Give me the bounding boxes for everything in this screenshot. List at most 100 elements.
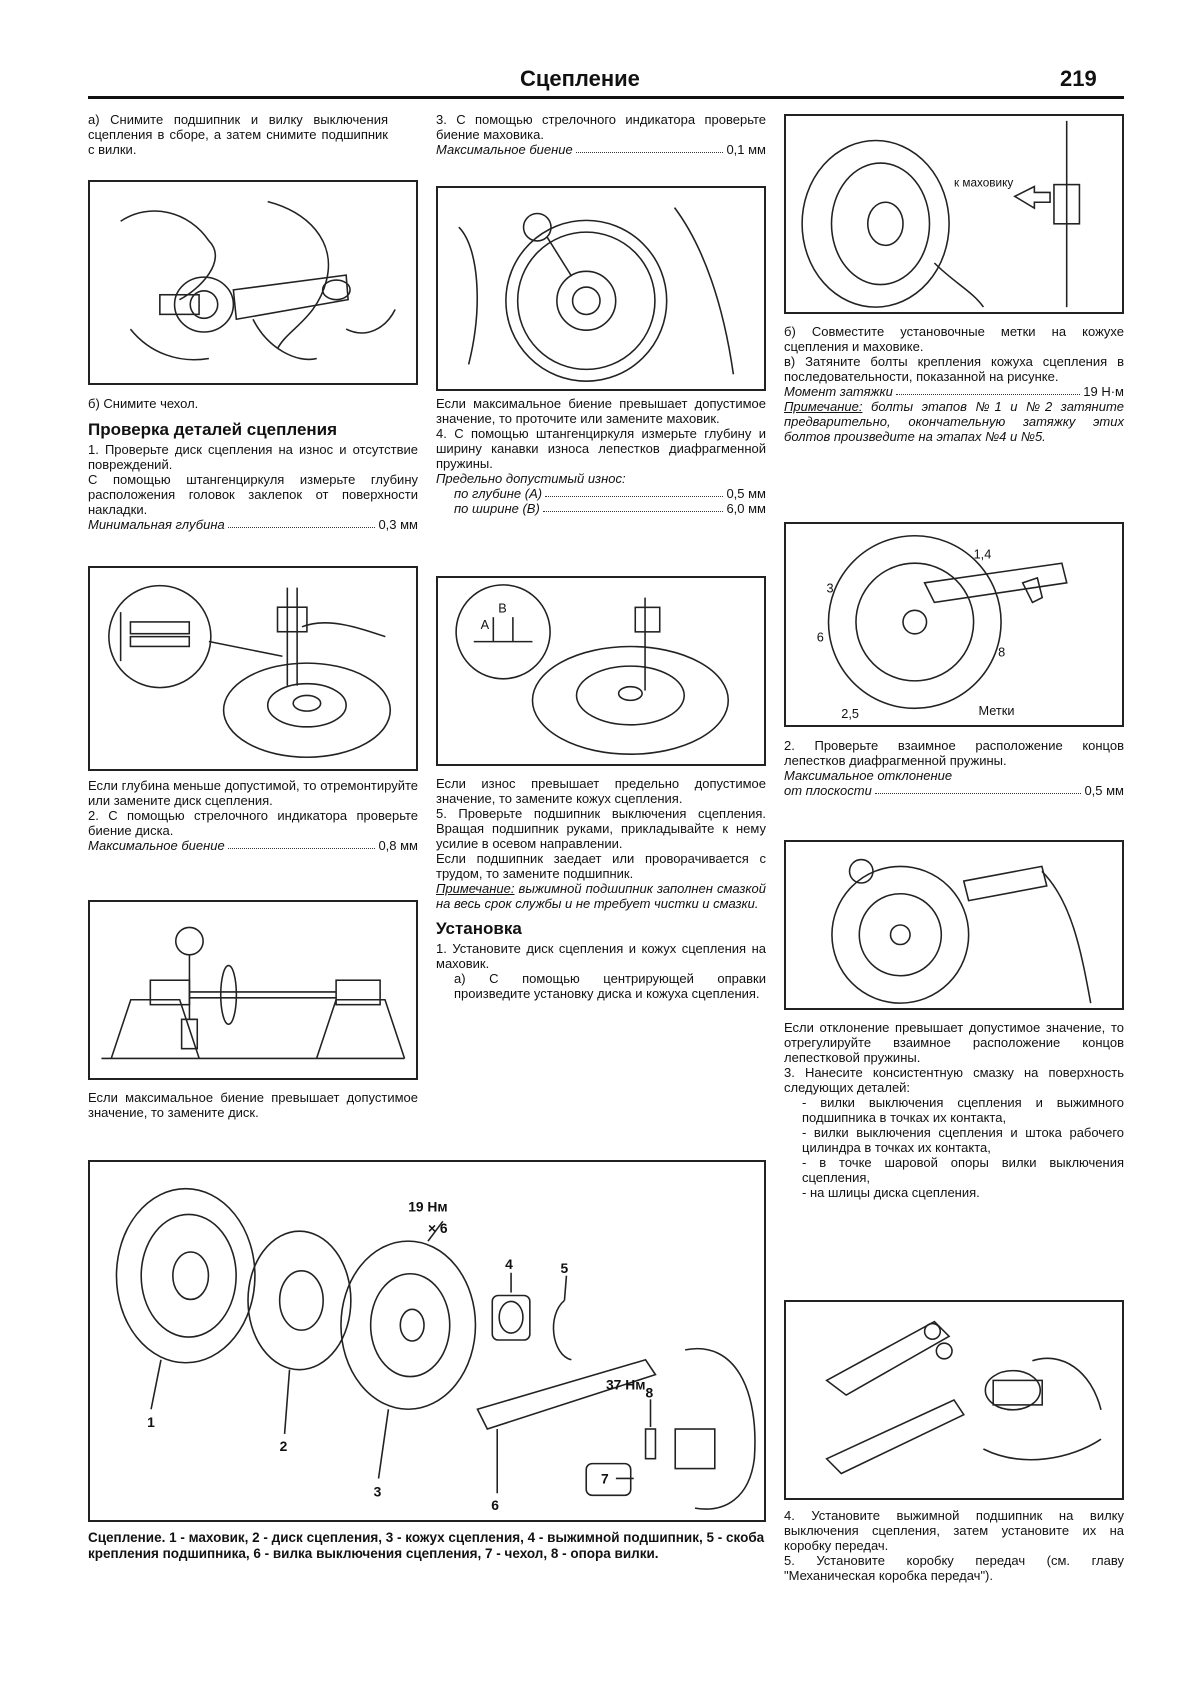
disc-caliper-illustration (108, 584, 392, 759)
col3-text-c: Если отклонение превышает допустимое зна… (784, 1020, 1124, 1200)
spec-line: Максимальное биение 0,8 мм (88, 838, 418, 853)
paragraph: 1. Установите диск сцепления и кожух сце… (436, 941, 766, 971)
paragraph: Если подшипник заедает или проворачивает… (436, 851, 766, 881)
col2-text-a: 3. С помощью стрелочного индикатора пров… (436, 112, 766, 157)
spec-value: 0,8 мм (378, 838, 418, 853)
paragraph: 4. Установите выжимной подшипник на вилк… (784, 1508, 1124, 1553)
part-label: 4 (505, 1256, 513, 1272)
label-a: A (481, 617, 490, 632)
spec-heading: Предельно допустимый износ: (436, 471, 626, 486)
spec-label: Максимальное биение (436, 142, 573, 157)
paragraph: а) С помощью центрирующей оправки произв… (454, 971, 766, 1001)
bolt-label: 1,4 (974, 546, 992, 561)
spec-value: 0,1 мм (726, 142, 766, 157)
col1-text-c: Если глубина меньше допустимой, то отрем… (88, 778, 418, 853)
label-b: B (498, 600, 506, 615)
list-item: - на шлицы диска сцепления. (802, 1185, 980, 1200)
paragraph: Если износ превышает предельно допустимо… (436, 776, 766, 806)
disc-runout-illustration (101, 926, 406, 1060)
section-heading: Проверка деталей сцепления (88, 420, 338, 439)
grease-points-illustration (825, 1320, 1102, 1475)
spec-value: 19 Н·м (1083, 384, 1124, 399)
col3-text-d: 4. Установите выжимной подшипник на вилк… (784, 1508, 1124, 1583)
bolt-label: 8 (998, 644, 1005, 659)
marks-label: Метки (979, 703, 1015, 718)
note-text: выжимной подшипник заполнен смазкой на в… (436, 881, 766, 911)
header-rule (88, 96, 1124, 99)
spring-alignment-illustration (831, 858, 1092, 1004)
spec-line: Момент затяжки 19 Н·м (784, 384, 1124, 399)
paragraph: а) Снимите подшипник и вилку выключения … (88, 112, 388, 157)
figure-clutch-exploded: 19 Нм × 6 37 Нм 1 2 3 4 5 6 7 8 (88, 1160, 766, 1522)
col3-text-a: б) Совместите установочные метки на кожу… (784, 324, 1124, 444)
torque-label: 19 Нм (408, 1198, 447, 1214)
paragraph: Если максимальное биение превышает допус… (436, 396, 766, 426)
paragraph: 3. С помощью стрелочного индикатора пров… (436, 112, 766, 142)
spec-label: Минимальная глубина (88, 517, 225, 532)
bolt-label: 3 (827, 581, 834, 596)
clutch-exploded-illustration: 19 Нм × 6 37 Нм 1 2 3 4 5 6 7 8 (115, 1187, 756, 1513)
part-label: 8 (646, 1384, 654, 1400)
paragraph: 2. С помощью стрелочного индикатора пров… (88, 808, 418, 838)
bolt-sequence-illustration: 1,4 3 6 8 2,5 Метки (817, 534, 1068, 721)
paragraph: 1. Проверьте диск сцепления на износ и о… (88, 442, 418, 472)
page-number: 219 (1060, 66, 1097, 91)
list-item: - вилки выключения сцепления и штока раб… (802, 1125, 1124, 1155)
col2-text-c: Если износ превышает предельно допустимо… (436, 776, 766, 1001)
col1-text-b: б) Снимите чехол. (88, 396, 388, 411)
figure-spring-alignment (784, 840, 1124, 1010)
paragraph: 3. Нанесите консистентную смазку на пове… (784, 1065, 1124, 1095)
spec-label: Максимальное биение (88, 838, 225, 853)
spec-line: по глубине (A) 0,5 мм (436, 486, 766, 501)
figure-centering-tool: к маховику (784, 114, 1124, 314)
spec-line: от плоскости 0,5 мм (784, 783, 1124, 798)
spec-line: по ширине (B) 6,0 мм (436, 501, 766, 516)
part-label: 7 (601, 1470, 609, 1486)
spec-label: Момент затяжки (784, 384, 893, 399)
note-text: болты этапов №1 и №2 затяните предварите… (784, 399, 1124, 444)
paragraph: в) Затяните болты крепления кожуха сцепл… (784, 354, 1124, 384)
figure-flywheel-runout (436, 186, 766, 391)
list-item: - в точке шаровой опоры вилки выключения… (802, 1155, 1124, 1185)
spec-value: 6,0 мм (726, 501, 766, 516)
list-item: - вилки выключения сцепления и выжимного… (802, 1095, 1124, 1125)
label-to-flywheel: к маховику (954, 177, 1013, 190)
spring-wear-illustration: A B (455, 584, 730, 755)
col1-section-check: Проверка деталей сцепления 1. Проверьте … (88, 420, 418, 532)
centering-tool-illustration: к маховику (801, 120, 1081, 308)
multiplier-label: × 6 (428, 1220, 448, 1236)
paragraph: Если отклонение превышает допустимое зна… (784, 1020, 1124, 1065)
figure-caption: Сцепление. 1 - маховик, 2 - диск сцеплен… (88, 1530, 765, 1561)
page-title: Сцепление (520, 66, 640, 91)
section-heading: Установка (436, 919, 522, 938)
figure-bearing-removal (88, 180, 418, 385)
note-label: Примечание: (436, 881, 515, 896)
paragraph: 4. С помощью штангенциркуля измерьте глу… (436, 426, 766, 471)
paragraph: С помощью штангенциркуля измерьте глубин… (88, 472, 418, 517)
col1-text-a: а) Снимите подшипник и вилку выключения … (88, 112, 388, 157)
figure-grease-points (784, 1300, 1124, 1500)
figure-spring-wear: A B (436, 576, 766, 766)
spec-value: 0,5 мм (1084, 783, 1124, 798)
paragraph: б) Снимите чехол. (88, 396, 199, 411)
figure-bolt-sequence: 1,4 3 6 8 2,5 Метки (784, 522, 1124, 727)
spec-value: 0,3 мм (378, 517, 418, 532)
note: Примечание: болты этапов №1 и №2 затянит… (784, 399, 1124, 444)
spec-label: Максимальное отклонение (784, 768, 953, 783)
spec-label: по ширине (B) (454, 501, 540, 516)
paragraph: 5. Установите коробку передач (см. главу… (784, 1553, 1124, 1583)
part-label: 1 (147, 1414, 155, 1430)
spec-line: Минимальная глубина 0,3 мм (88, 517, 418, 532)
col2-text-b: Если максимальное биение превышает допус… (436, 396, 766, 516)
figure-disc-caliper (88, 566, 418, 771)
col1-text-d: Если максимальное биение превышает допус… (88, 1090, 418, 1120)
paragraph: Если максимальное биение превышает допус… (88, 1090, 418, 1120)
note: Примечание: выжимной подшипник заполнен … (436, 881, 766, 911)
bolt-label: 2,5 (841, 706, 859, 721)
flywheel-runout-illustration (458, 207, 735, 382)
part-label: 2 (280, 1438, 288, 1454)
part-label: 6 (491, 1497, 499, 1513)
paragraph: 2. Проверьте взаимное расположение концо… (784, 738, 1124, 768)
spec-value: 0,5 мм (726, 486, 766, 501)
bolt-label: 6 (817, 630, 824, 645)
